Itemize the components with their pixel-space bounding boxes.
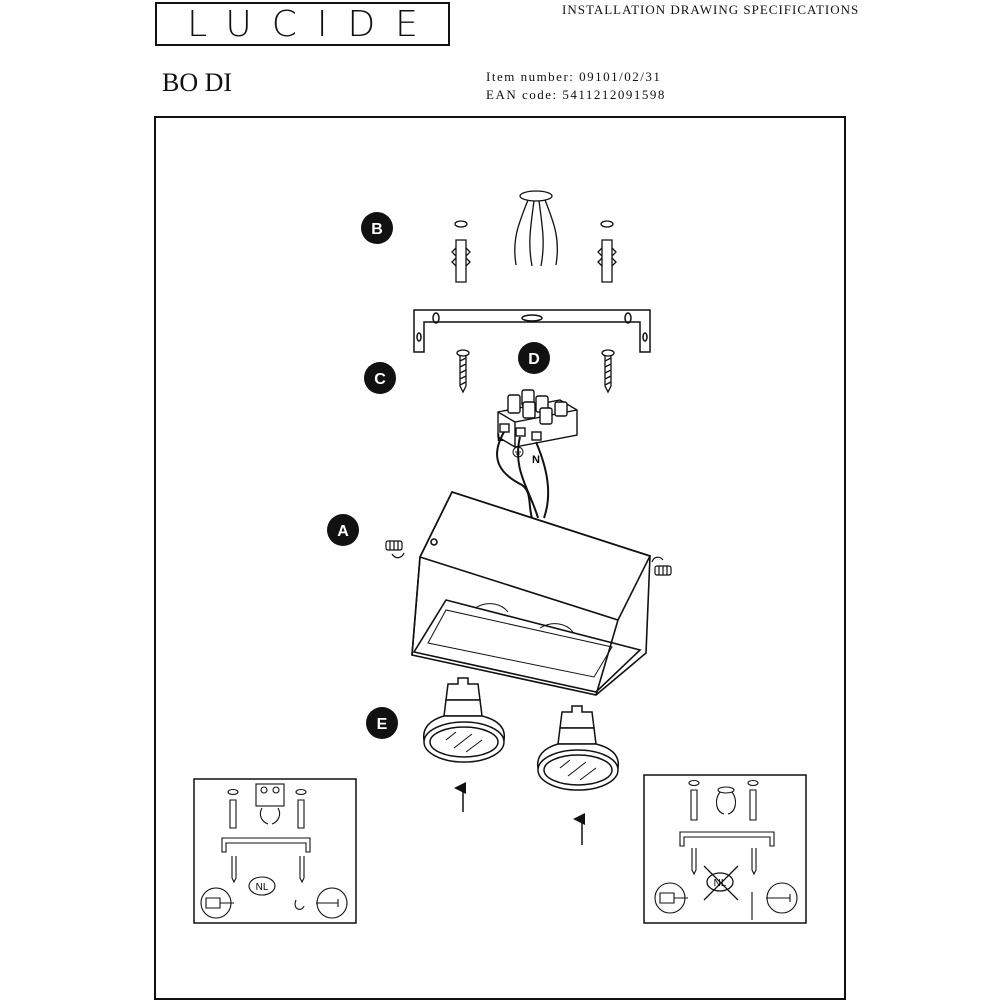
product-name: BO DI [162, 68, 233, 97]
drawing-frame [154, 116, 846, 1000]
brand-logo-text: LUCIDE [187, 3, 438, 45]
terminal-block-icon [497, 389, 578, 448]
svg-text:E: E [377, 716, 388, 733]
callout-d: D [518, 342, 550, 374]
inset-right: NL [643, 774, 807, 924]
terminal-label-neutral: N [532, 454, 540, 466]
lamp-icon [536, 705, 620, 791]
callout-c: C [364, 362, 396, 394]
no-symbol-icon [703, 865, 739, 901]
mains-cable-icon [514, 190, 559, 267]
brand-logo: LUCIDE [155, 2, 450, 46]
inset-right-badge: NL [714, 878, 727, 889]
wall-plug-icon [597, 220, 617, 283]
callout-e: E [366, 707, 398, 739]
callout-a: A [327, 514, 359, 546]
item-number: Item number: 09101/02/31 [486, 69, 662, 84]
luminaire-body [411, 491, 652, 696]
svg-text:C: C [374, 371, 386, 388]
document-title: INSTALLATION DRAWING SPECIFICATIONS [562, 2, 860, 17]
inset-left: NL [193, 778, 357, 924]
grub-screw-icon [651, 556, 672, 576]
wall-plug-icon [451, 220, 471, 283]
grub-screw-icon [385, 540, 405, 559]
lamp-wires [496, 431, 550, 519]
callout-b: B [361, 212, 393, 244]
mounting-bracket [413, 309, 651, 353]
lamp-icon [422, 677, 506, 763]
svg-text:A: A [337, 523, 349, 540]
ean-code: EAN code: 5411212091598 [486, 87, 666, 102]
product-meta: Item number: 09101/02/31 EAN code: 54112… [486, 68, 666, 104]
svg-text:D: D [528, 351, 540, 368]
screw-icon [456, 349, 470, 394]
inset-left-badge: NL [256, 882, 269, 893]
screw-icon [601, 349, 615, 394]
svg-text:B: B [371, 221, 383, 238]
